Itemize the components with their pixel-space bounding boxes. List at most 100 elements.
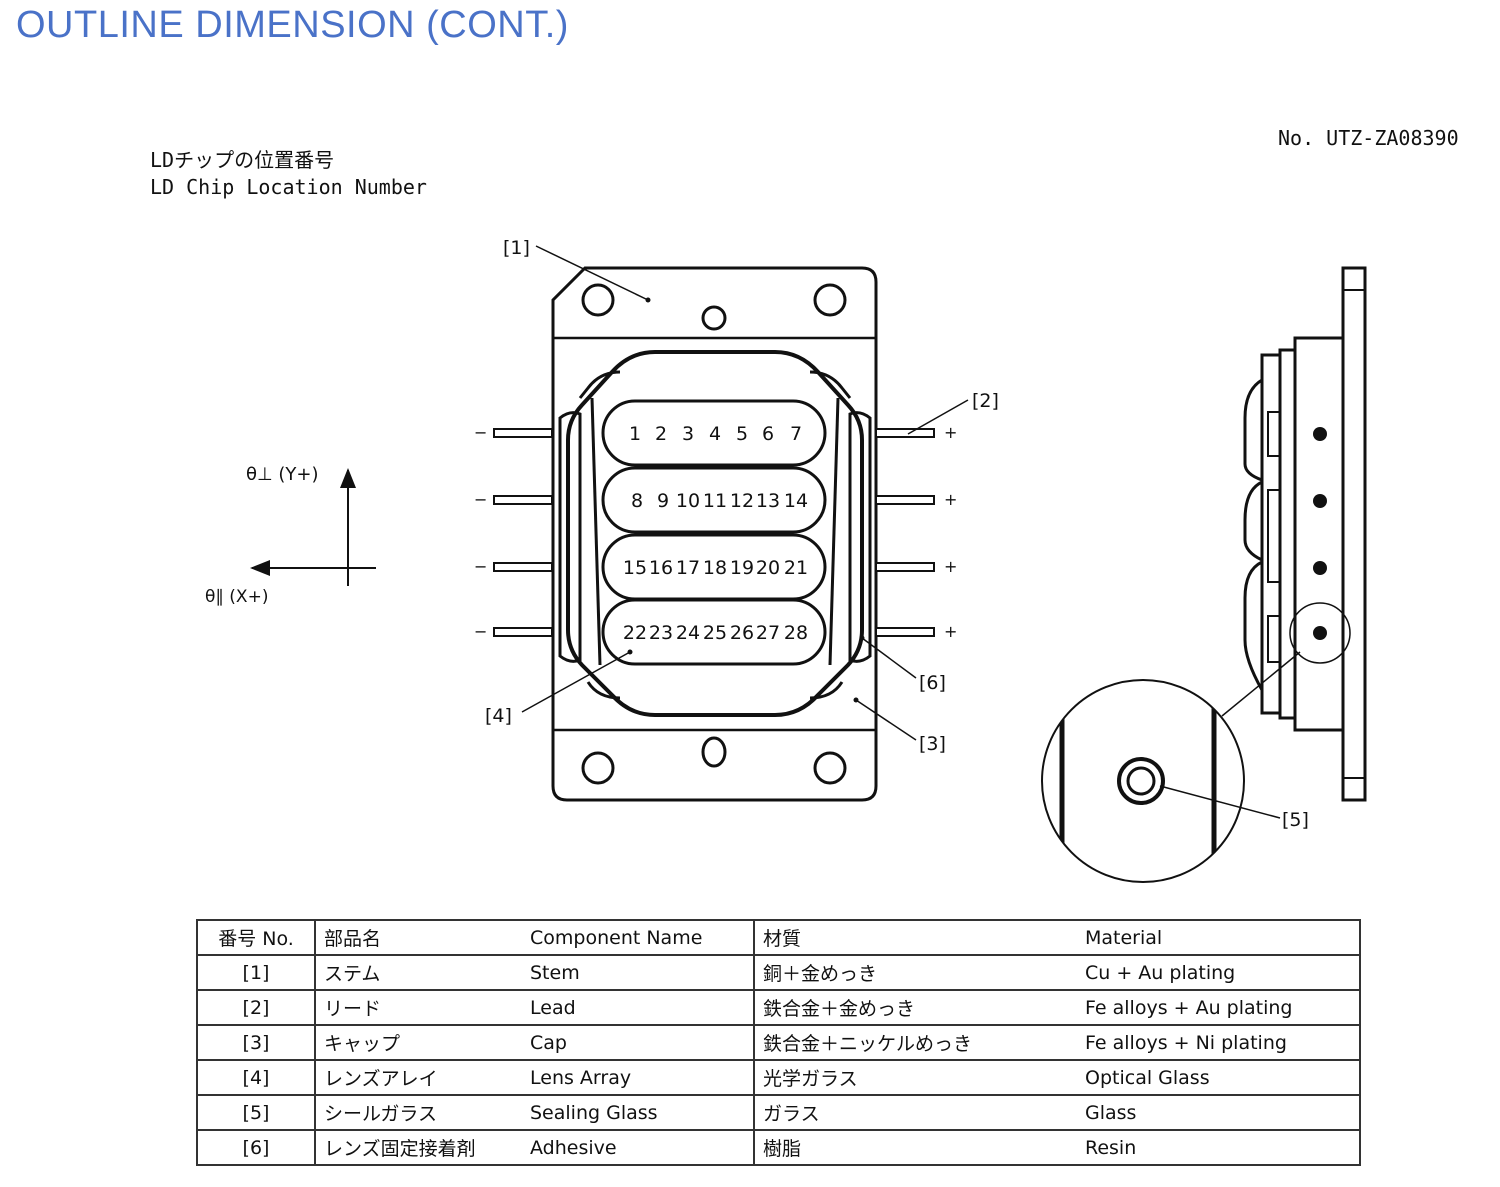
section-title-en: LD Chip Location Number (150, 175, 427, 199)
chip-label: 7 (790, 423, 802, 445)
cell-name-en: Lens Array (522, 1059, 755, 1096)
svg-text:−: − (474, 622, 487, 641)
cell-name-jp: リード (315, 989, 522, 1026)
chip-label: 11 (703, 490, 727, 512)
callout-6: [6] (919, 672, 946, 694)
chip-label: 19 (730, 557, 754, 579)
chip-label: 22 (623, 622, 647, 644)
cell-no: [4] (197, 1059, 316, 1096)
header-no: 番号 No. (197, 919, 316, 956)
chip-label: 2 (655, 423, 667, 445)
svg-text:+: + (944, 423, 957, 442)
chip-label: 15 (623, 557, 647, 579)
mount-hole (813, 283, 847, 317)
cell-material-jp: 光学ガラス (754, 1059, 1077, 1096)
table-header-row: 番号 No. 部品名 Component Name 材質 Material (197, 919, 1360, 956)
chip-label: 13 (756, 490, 780, 512)
chip-label: 10 (676, 490, 700, 512)
cell-material-en: Fe alloys + Ni plating (1077, 1024, 1360, 1061)
chip-label: 18 (703, 557, 727, 579)
svg-text:+: + (944, 622, 957, 641)
chip-label: 1 (629, 423, 641, 445)
section-title-jp: LDチップの位置番号 (150, 148, 335, 172)
cell-material-en: Optical Glass (1077, 1059, 1360, 1096)
cell-no: [1] (197, 954, 316, 991)
cell-name-en: Cap (522, 1024, 755, 1061)
chip-label: 25 (703, 622, 727, 644)
callout-3: [3] (919, 733, 946, 755)
cell-material-jp: 鉄合金＋金めっき (754, 989, 1077, 1026)
chip-label: 12 (730, 490, 754, 512)
callout-2: [2] (972, 390, 999, 412)
stem-outline (551, 266, 878, 802)
cell-material-en: Glass (1077, 1094, 1360, 1131)
detail-marker (1289, 602, 1351, 664)
cell-no: [5] (197, 1094, 316, 1131)
callouts-front (521, 245, 969, 741)
package-drawing: θ⊥ (Y+) θ∥ (X+) − + − + − + − + (205, 237, 1367, 883)
cell-material-jp: 銅＋金めっき (754, 954, 1077, 991)
detail-view: [5] (1041, 679, 1309, 883)
chip-label: 5 (736, 423, 748, 445)
cell-no: [6] (197, 1129, 316, 1166)
chip-label: 26 (730, 622, 754, 644)
svg-text:−: − (474, 490, 487, 509)
cell-material-en: Cu + Au plating (1077, 954, 1360, 991)
cell-name-jp: レンズアレイ (315, 1059, 522, 1096)
chip-label: 6 (762, 423, 774, 445)
svg-text:−: − (474, 423, 487, 442)
mount-hole (813, 751, 847, 785)
chip-label: 14 (784, 490, 808, 512)
chip-label: 17 (676, 557, 700, 579)
cell-name-jp: レンズ固定接着剤 (315, 1129, 522, 1166)
cell-name-en: Lead (522, 989, 755, 1026)
cell-name-jp: ステム (315, 954, 522, 991)
cell-material-jp: 鉄合金＋ニッケルめっき (754, 1024, 1077, 1061)
header-name-jp: 部品名 (315, 919, 522, 956)
axis-indicator: θ⊥ (Y+) θ∥ (X+) (205, 464, 376, 607)
chip-label: 23 (649, 622, 673, 644)
cell-name-jp: シールガラス (315, 1094, 522, 1131)
parts-table: 番号 No. 部品名 Component Name 材質 Material [1… (196, 919, 1361, 1166)
cap-outline (558, 350, 872, 717)
chip-label: 28 (784, 622, 808, 644)
chip-label: 27 (756, 622, 780, 644)
side-view-pins (1313, 427, 1327, 640)
svg-text:+: + (944, 490, 957, 509)
cell-no: [2] (197, 989, 316, 1026)
svg-text:+: + (944, 557, 957, 576)
mount-hole (581, 283, 615, 317)
page-title: OUTLINE DIMENSION (CONT.) (16, 4, 569, 46)
chip-label: 20 (756, 557, 780, 579)
callout-5: [5] (1282, 809, 1309, 831)
mount-hole (581, 751, 615, 785)
cell-material-en: Fe alloys + Au plating (1077, 989, 1360, 1026)
svg-text:−: − (474, 557, 487, 576)
callout-4: [4] (485, 705, 512, 727)
chip-label: 21 (784, 557, 808, 579)
cell-name-en: Sealing Glass (522, 1094, 755, 1131)
side-view (1243, 266, 1367, 802)
cell-name-en: Adhesive (522, 1129, 755, 1166)
mount-hole (701, 736, 727, 768)
chip-label: 3 (682, 423, 694, 445)
cell-material-jp: ガラス (754, 1094, 1077, 1131)
detail-leader (1221, 651, 1301, 717)
lead-polarity: − + − + − + − + (474, 423, 957, 641)
header-name-en: Component Name (522, 919, 755, 956)
chip-label: 8 (631, 490, 643, 512)
callout-dots (627, 297, 865, 703)
document-number: No. UTZ-ZA08390 (1278, 126, 1459, 150)
chip-label: 24 (676, 622, 700, 644)
cell-name-en: Stem (522, 954, 755, 991)
cell-material-en: Resin (1077, 1129, 1360, 1166)
header-material-en: Material (1077, 919, 1360, 956)
leads (493, 428, 935, 637)
